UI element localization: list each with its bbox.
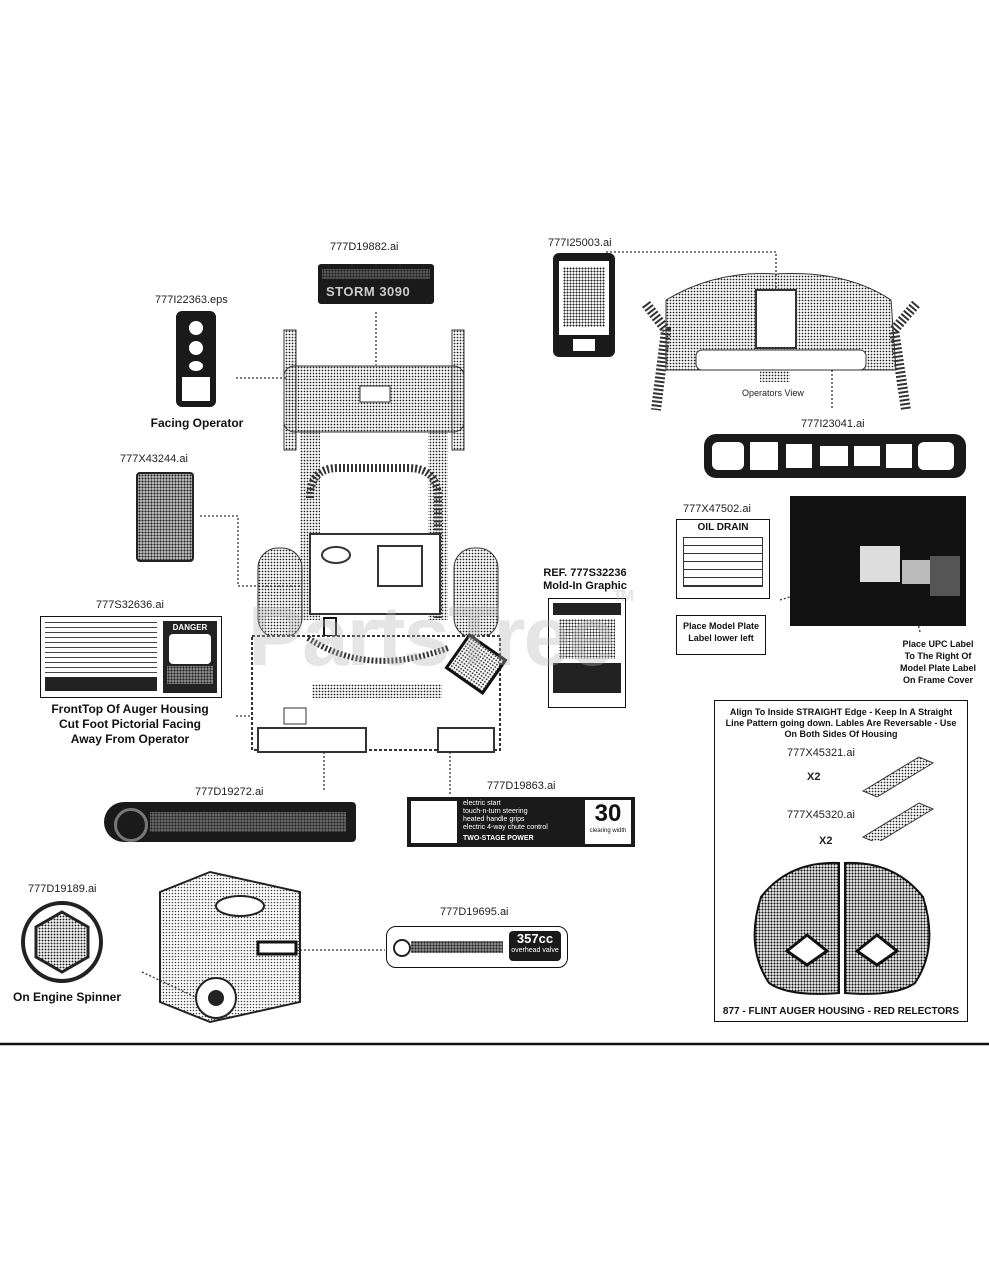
- reflector-qty-b: X2: [819, 835, 833, 847]
- feature-decal: electric start touch-n-turn steering hea…: [407, 797, 635, 847]
- reflector-qty-a: X2: [807, 771, 821, 783]
- part-label-console: 777I23041.ai: [801, 418, 865, 430]
- engine-badge-big: 357cc: [516, 931, 554, 946]
- upc-note-line3: Model Plate Label: [899, 663, 977, 673]
- reflector-instruction-1: Align To Inside STRAIGHT Edge - Keep In …: [729, 707, 953, 717]
- model-plate-note-line1: Place Model Plate: [682, 621, 760, 631]
- feature-line-4: electric 4-way chute control: [463, 824, 548, 831]
- engine-badge-sub: overhead valve: [511, 947, 559, 954]
- operators-view-caption: Operators View: [742, 388, 804, 398]
- handle-decal: [136, 472, 194, 562]
- mold-in-caption-line1: REF. 777S32236: [543, 567, 627, 579]
- spinner-decal: [21, 901, 103, 983]
- reflector-pads: [753, 861, 931, 995]
- part-label-facing: 777I22363.eps: [155, 294, 228, 306]
- front-top-caption-line1: FrontTop Of Auger Housing: [51, 702, 209, 716]
- feature-line-3: heated handle grips: [463, 816, 525, 823]
- reflector-label-a: 777X45321.ai: [787, 747, 855, 759]
- mold-in-caption-line2: Mold-In Graphic: [543, 580, 627, 592]
- mold-in-graphic: [548, 598, 626, 708]
- part-label-engine: 777D19695.ai: [440, 906, 509, 918]
- feature-banner: TWO-STAGE POWER: [463, 835, 534, 842]
- troybilt-decal: [104, 802, 356, 842]
- reflector-instruction-2: Line Pattern going down. Lables Are Reve…: [725, 718, 957, 728]
- upc-note-line4: On Frame Cover: [902, 675, 974, 685]
- upc-note-line2: To The Right Of: [904, 651, 972, 661]
- engine-illustration: [159, 870, 301, 1024]
- feature-big-number: 30: [594, 800, 622, 827]
- model-plate-note-line2: Label lower left: [688, 633, 754, 643]
- reflector-strips: [861, 756, 935, 841]
- facing-operator-caption: Facing Operator: [150, 416, 244, 430]
- part-label-operator-panel: 777I25003.ai: [548, 237, 612, 249]
- operators-view-illustration: [642, 273, 920, 411]
- front-top-caption-line3: Away From Operator: [70, 732, 190, 746]
- part-label-troybilt: 777D19272.ai: [195, 786, 264, 798]
- engine-badge: 357cc overhead valve: [386, 926, 568, 968]
- part-label-oil-drain: 777X47502.ai: [683, 503, 751, 515]
- model-plate-note: Place Model Plate Label lower left: [676, 615, 766, 655]
- console-decal: [704, 434, 966, 478]
- storm-decal-text: STORM 3090: [326, 284, 411, 299]
- part-label-storm: 777D19882.ai: [330, 241, 399, 253]
- upc-note: Place UPC Label To The Right Of Model Pl…: [888, 638, 988, 686]
- storm-decal: STORM 3090: [318, 264, 434, 304]
- reflector-label-b: 777X45320.ai: [787, 809, 855, 821]
- feature-list: electric start touch-n-turn steering hea…: [463, 800, 583, 832]
- feature-line-2: touch-n-turn steering: [463, 808, 528, 815]
- model-plate-photo: [790, 496, 966, 626]
- operator-panel-decal: [553, 253, 615, 357]
- part-label-danger: 777S32636.ai: [96, 599, 164, 611]
- part-label-feature: 777D19863.ai: [487, 780, 556, 792]
- reflector-instruction-3: On Both Sides Of Housing: [784, 729, 898, 739]
- oil-drain-title: OIL DRAIN: [697, 522, 749, 533]
- front-top-caption-line2: Cut Foot Pictorial Facing: [58, 717, 201, 731]
- facing-operator-decal: [176, 311, 216, 407]
- mold-in-caption: REF. 777S32236 Mold-In Graphic: [520, 567, 650, 593]
- part-label-handle: 777X43244.ai: [120, 453, 188, 465]
- front-top-caption: FrontTop Of Auger Housing Cut Foot Picto…: [40, 702, 220, 747]
- feature-number-caption: clearing width: [589, 828, 627, 834]
- part-label-spinner: 777D19189.ai: [28, 883, 97, 895]
- danger-decal: DANGER: [40, 616, 222, 698]
- reflector-box: Align To Inside STRAIGHT Edge - Keep In …: [714, 700, 968, 1022]
- upc-note-line1: Place UPC Label: [902, 639, 974, 649]
- danger-word: DANGER: [172, 623, 208, 632]
- snowthrower-illustration: [251, 329, 508, 753]
- spinner-caption: On Engine Spinner: [12, 990, 121, 1004]
- reflector-footer: 877 - FLINT AUGER HOUSING - RED RELECTOR…: [722, 1006, 960, 1017]
- oil-drain-decal: OIL DRAIN: [676, 519, 770, 599]
- feature-line-1: electric start: [463, 800, 501, 807]
